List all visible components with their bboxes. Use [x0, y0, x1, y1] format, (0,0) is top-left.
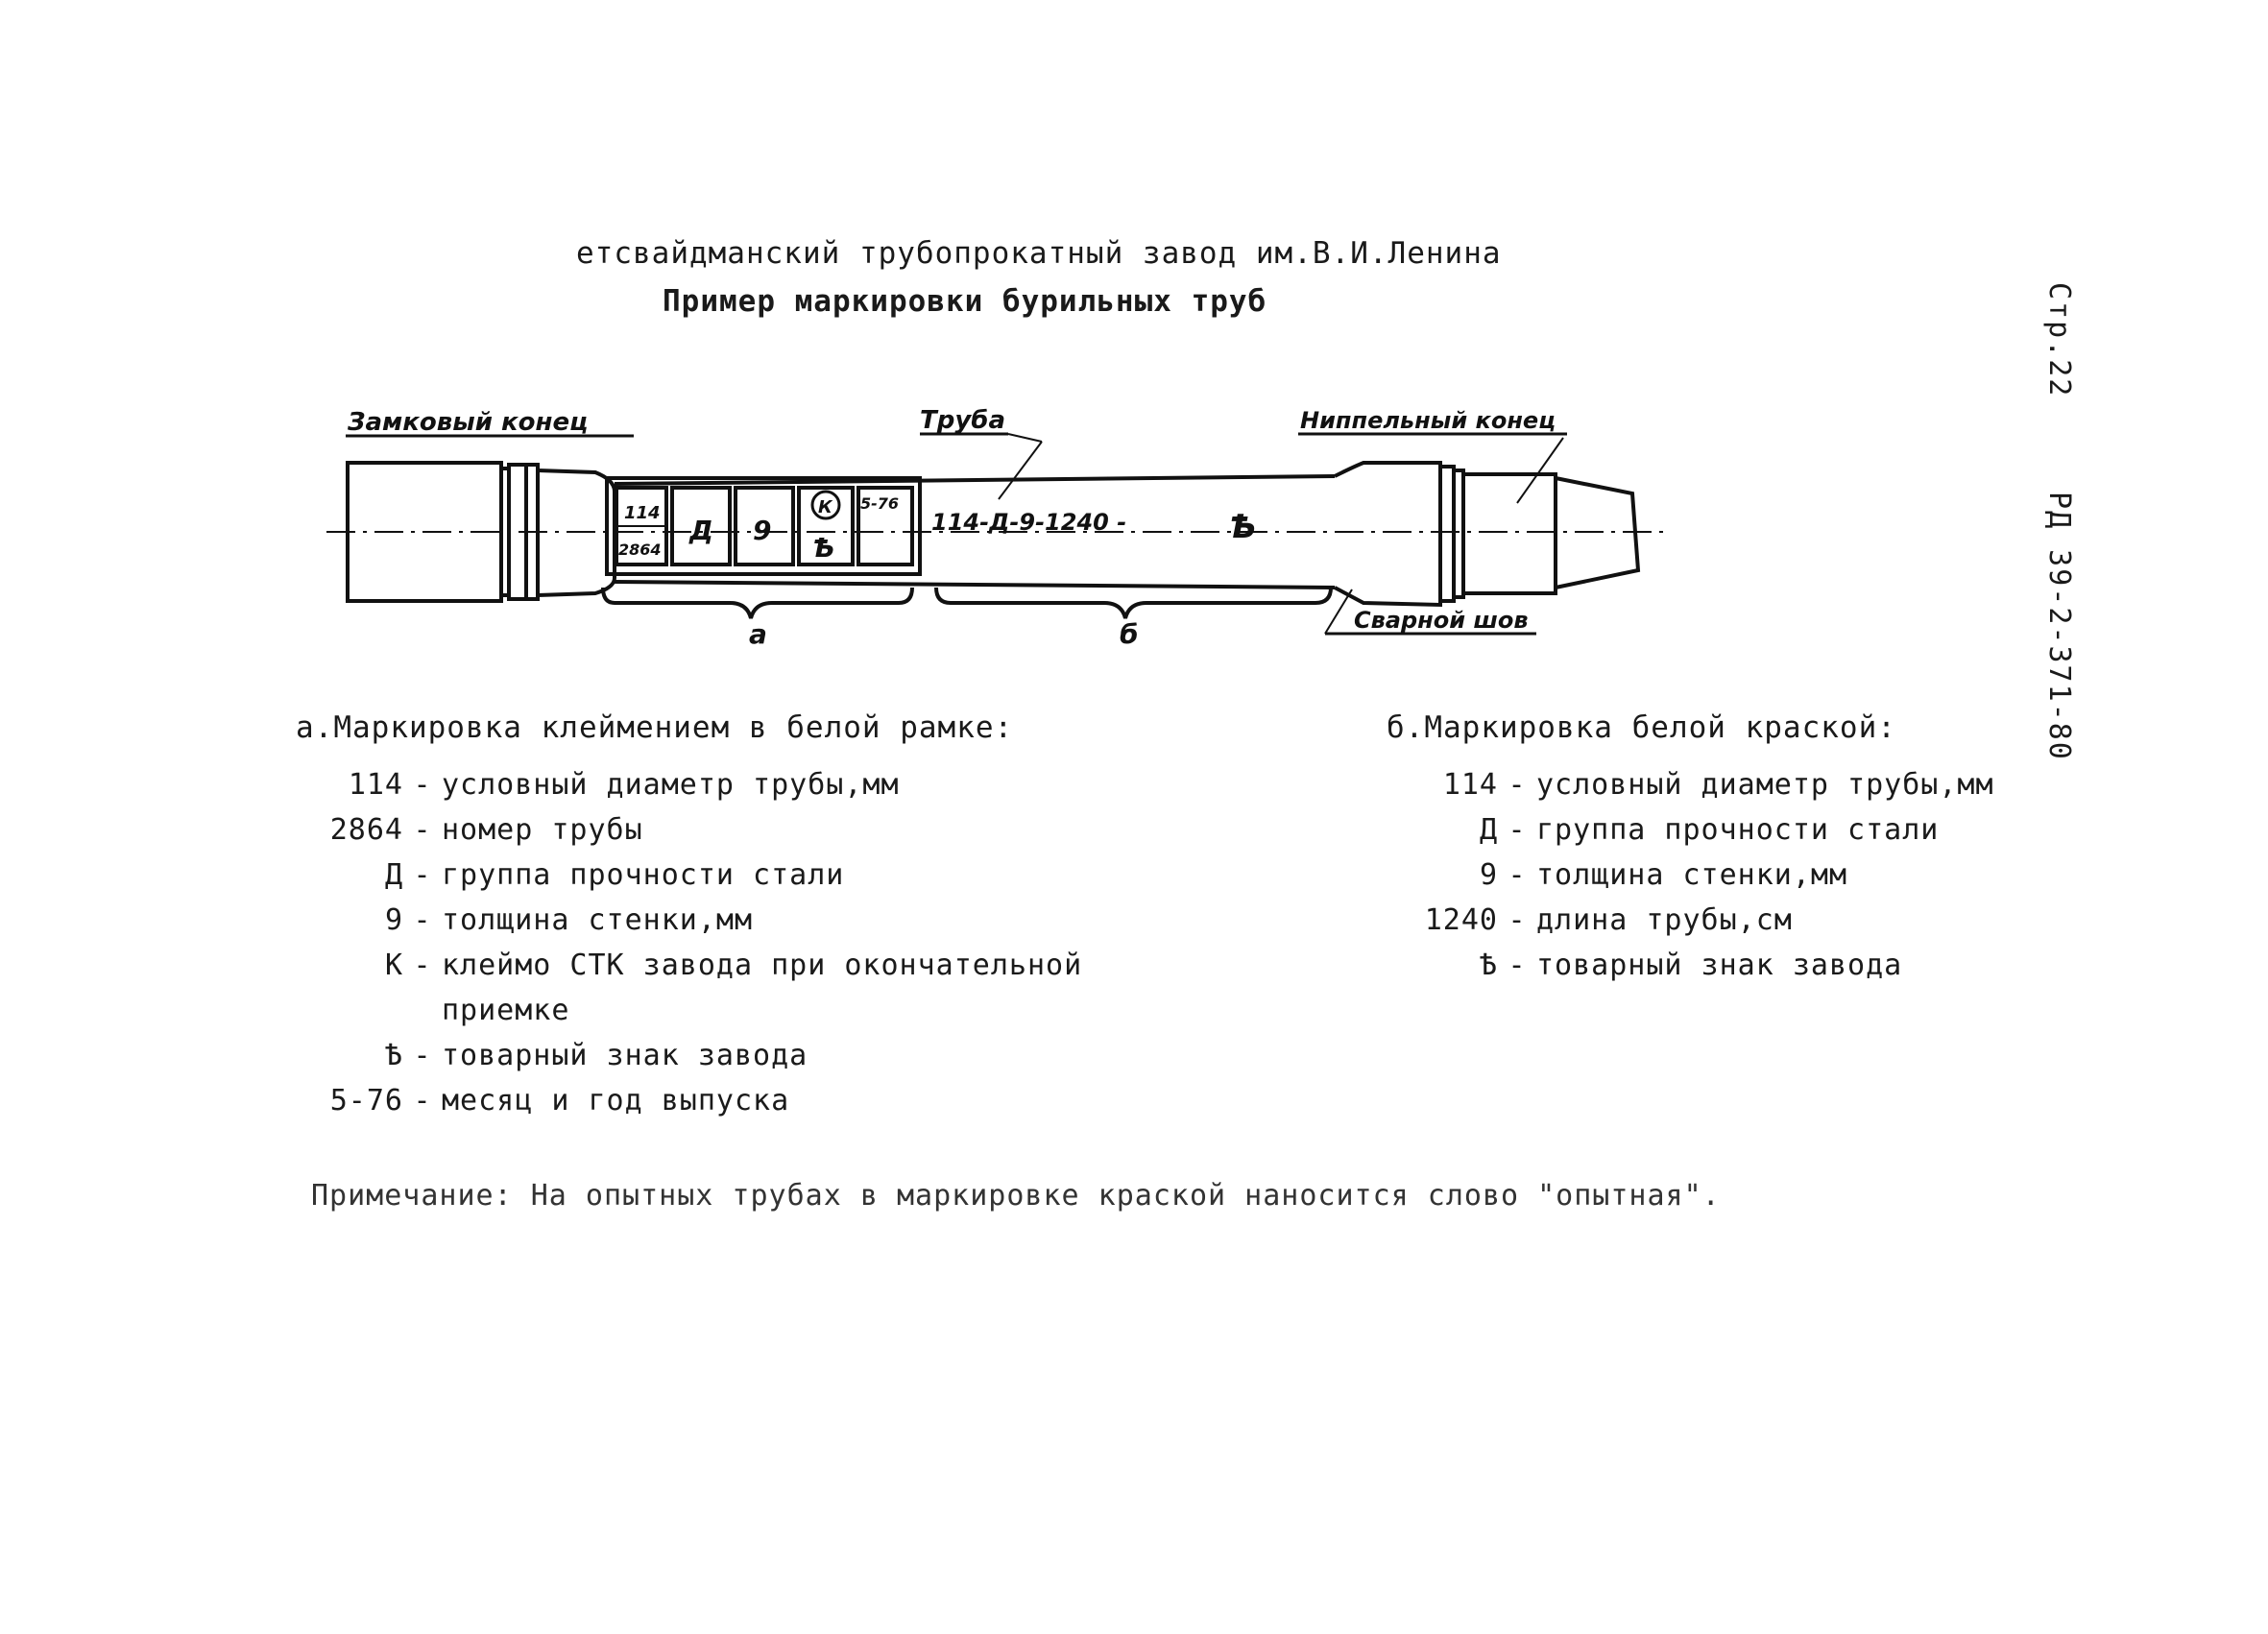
legend-row: Ѣ-товарный знак завода — [1383, 949, 1902, 982]
legend-code: 9 — [1479, 858, 1498, 892]
legend-text: толщина стенки,мм — [442, 903, 754, 937]
legend-text: месяц и год выпуска — [442, 1084, 790, 1117]
legend-row: 5-76-месяц и год выпуска — [288, 1084, 789, 1117]
legend-text: толщина стенки,мм — [1536, 858, 1848, 892]
paint-marking: 114-Д-9-1240 - — [931, 509, 1126, 536]
legend-code: К — [384, 949, 403, 982]
legend-text: товарный знак завода — [1536, 949, 1903, 982]
legend-code: 5-76 — [329, 1084, 403, 1117]
legend-row: 2864-номер трубы — [288, 813, 643, 847]
legend-dash: - — [1508, 768, 1527, 802]
brace-label-b: б — [1120, 618, 1139, 650]
legend-dash: - — [1508, 813, 1527, 847]
legend-dash: - — [413, 858, 432, 892]
legend-text: условный диаметр трубы,мм — [1536, 768, 1994, 802]
legend-row: Ѣ-товарный знак завода — [288, 1039, 808, 1072]
stamp-trademark: Ѣ — [812, 532, 835, 564]
legend-code: 2864 — [329, 813, 403, 847]
page-title: Пример маркировки бурильных труб — [663, 284, 1267, 319]
legend-row: приемке — [288, 994, 569, 1027]
legend-dash: - — [413, 1084, 432, 1117]
legend-code: 114 — [1442, 768, 1498, 802]
pipe-label: Труба — [920, 406, 1005, 435]
legend-text: номер трубы — [442, 813, 643, 847]
legend-row: 114-условный диаметр трубы,мм — [288, 768, 900, 802]
stamp-date: 5-76 — [860, 494, 899, 513]
legend-text: товарный знак завода — [442, 1039, 808, 1072]
legend-dash: - — [413, 813, 432, 847]
stamp-wall: 9 — [753, 515, 771, 546]
section-a-title: а.Маркировка клеймением в белой рамке: — [296, 710, 1014, 745]
legend-text: группа прочности стали — [1536, 813, 1940, 847]
legend-text: группа прочности стали — [442, 858, 845, 892]
pipe-diagram: Замковый конец Труба Ниппельный конец Св… — [326, 406, 1671, 650]
legend-dash: - — [413, 1039, 432, 1072]
legend-code: 114 — [348, 768, 403, 802]
legend-dash: - — [413, 949, 432, 982]
legend-row: Д-группа прочности стали — [1383, 813, 1939, 847]
stamp-grade: Д — [688, 515, 713, 546]
legend-row: 9-толщина стенки,мм — [1383, 858, 1847, 892]
right-end-label: Ниппельный конец — [1300, 407, 1556, 434]
legend-row: К-клеймо СТК завода при окончательной — [288, 949, 1082, 982]
legend-code: Д — [384, 858, 403, 892]
legend-row: 9-толщина стенки,мм — [288, 903, 753, 937]
section-b-title: б.Маркировка белой краской: — [1387, 710, 1896, 745]
legend-code: Д — [1479, 813, 1498, 847]
stamp-stk: К — [818, 497, 833, 517]
legend-dash: - — [1508, 903, 1527, 937]
legend-dash: - — [413, 903, 432, 937]
legend-code: 9 — [384, 903, 403, 937]
factory-title: етсвайдманский трубопрокатный завод им.В… — [576, 236, 1502, 271]
brace-label-a: а — [749, 618, 767, 650]
legend-text: приемке — [442, 994, 570, 1027]
legend-code: Ѣ — [384, 1039, 403, 1072]
legend-dash: - — [1508, 949, 1527, 982]
legend-row: 114-условный диаметр трубы,мм — [1383, 768, 1994, 802]
legend-dash: - — [1508, 858, 1527, 892]
stamp-number: 2864 — [618, 541, 662, 559]
legend-text: длина трубы,см — [1536, 903, 1793, 937]
legend-row: 1240-длина трубы,см — [1383, 903, 1793, 937]
weld-label: Сварной шов — [1354, 607, 1529, 634]
legend-code: Ѣ — [1479, 949, 1498, 982]
legend-row: Д-группа прочности стали — [288, 858, 844, 892]
footnote: Примечание: На опытных трубах в маркиров… — [311, 1179, 1721, 1213]
left-end-label: Замковый конец — [347, 408, 588, 437]
stamp-diameter: 114 — [624, 503, 661, 523]
legend-code: 1240 — [1424, 903, 1498, 937]
paint-trademark: Ѣ — [1229, 508, 1257, 546]
legend-text: клеймо СТК завода при окончательной — [442, 949, 1083, 982]
legend-dash: - — [413, 768, 432, 802]
legend-text: условный диаметр трубы,мм — [442, 768, 900, 802]
